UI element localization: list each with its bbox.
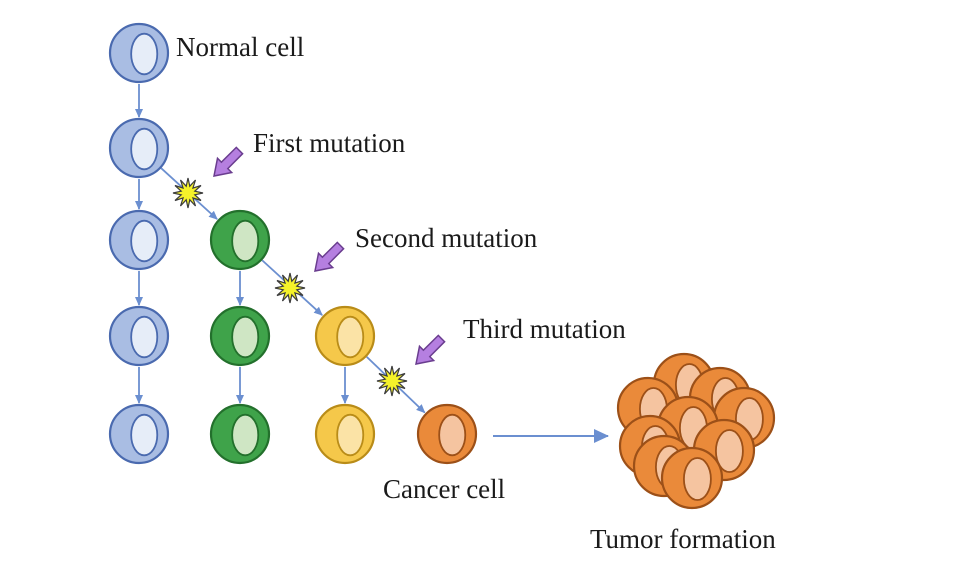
mutation-stars (172, 177, 408, 397)
mutation-pointers (213, 146, 446, 365)
normal-cell (108, 22, 170, 84)
cancer-cell-label: Cancer cell (383, 474, 505, 504)
second-mutation-cell (314, 305, 376, 367)
tumor-cell (660, 446, 724, 510)
pointer-arrow-icon (314, 241, 345, 272)
pointer-arrow-icon (213, 146, 244, 177)
tumor-formation-label: Tumor formation (590, 524, 776, 554)
normal-cell (108, 403, 170, 465)
normal-cell (108, 305, 170, 367)
first-mutation-cell (209, 305, 271, 367)
tumor-cluster (616, 352, 776, 510)
mutation-star-icon (274, 272, 306, 304)
second-mutation-label: Second mutation (355, 223, 538, 253)
normal-cell-label: Normal cell (176, 32, 304, 62)
first-mutation-label: First mutation (253, 128, 406, 158)
mutation-star-icon (376, 365, 408, 397)
mutation-star-icon (172, 177, 204, 209)
cells (108, 22, 478, 465)
third-mutation-label: Third mutation (463, 314, 626, 344)
cancer-cell (416, 403, 478, 465)
second-mutation-cell (314, 403, 376, 465)
normal-cell (108, 117, 170, 179)
first-mutation-cell (209, 209, 271, 271)
normal-cell (108, 209, 170, 271)
first-mutation-cell (209, 403, 271, 465)
pointer-arrow-icon (415, 334, 446, 365)
